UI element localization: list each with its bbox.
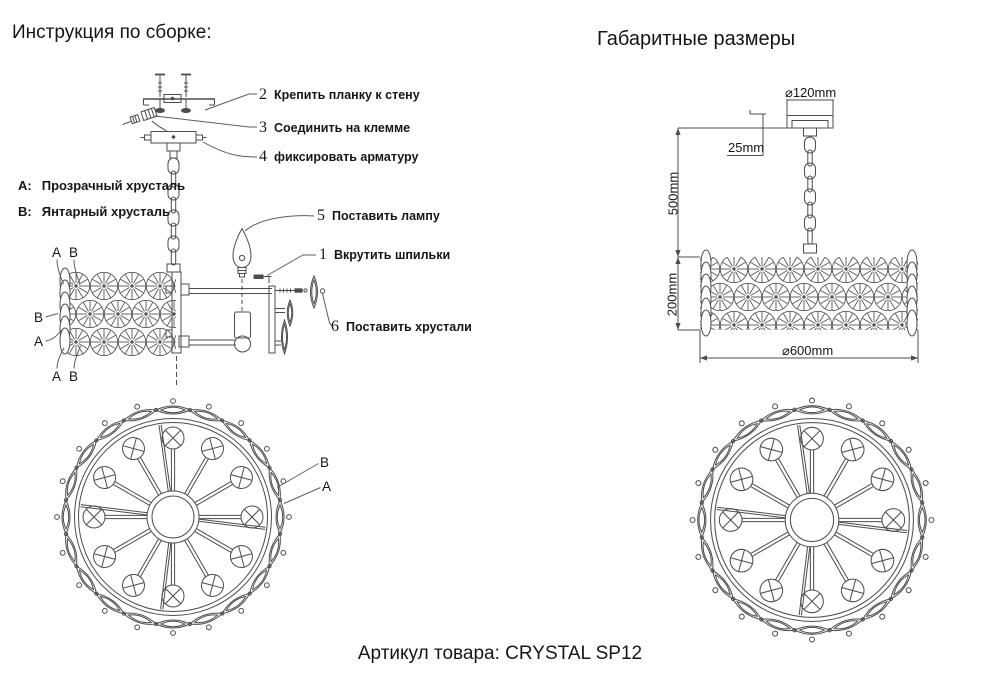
dim-canopy-height: 25mm — [728, 140, 765, 155]
dim-shade-height: 200mm — [664, 272, 680, 317]
article-number: Артикул товара: CRYSTAL SP12 — [357, 643, 643, 664]
dim-canopy-diameter: ⌀120mm — [785, 85, 837, 100]
mark-b-top: B — [69, 245, 79, 260]
legend-key-b: B: — [18, 204, 32, 219]
assembly-title: Инструкция по сборке: — [12, 22, 212, 43]
callout-num: 2 — [259, 86, 267, 103]
dim-chain-length: 500mm — [665, 171, 681, 216]
callout-num: 3 — [259, 119, 267, 136]
shade-right-drawing — [700, 249, 918, 337]
frame-drawing — [165, 271, 276, 388]
shade-side-view — [59, 267, 176, 356]
canopy-drawing — [140, 131, 207, 159]
callout-step-5: 5 Поставить лампу — [317, 207, 440, 225]
legend-label-a: Прозрачный хрусталь — [41, 178, 186, 193]
mark-a-bottom: A — [52, 369, 62, 384]
callout-num: 6 — [331, 318, 339, 335]
top-view-left — [55, 399, 292, 636]
leader-lines — [45, 93, 333, 504]
callout-step-4: 4 фиксировать арматуру — [259, 148, 418, 166]
mark-a-left: A — [34, 334, 44, 349]
callout-label: фиксировать арматуру — [274, 150, 419, 164]
dim-vertical-column — [674, 127, 700, 331]
callout-num: 1 — [319, 246, 327, 263]
callout-label: Поставить лампу — [332, 209, 440, 223]
legend-key-a: A: — [18, 178, 32, 193]
pin-and-crystals-drawing — [253, 274, 326, 356]
dim-width-drawing — [699, 330, 919, 363]
callout-label: Поставить хрустали — [346, 320, 472, 334]
mark-a-topview: A — [322, 479, 332, 494]
callout-num: 4 — [259, 148, 267, 165]
terminal-block-drawing — [122, 106, 168, 132]
mark-a-top: A — [52, 245, 62, 260]
callout-label: Крепить планку к стену — [274, 88, 420, 102]
mark-b-topview: B — [320, 455, 330, 470]
mount-bracket-drawing — [143, 73, 215, 113]
chain-right-drawing — [803, 127, 817, 254]
callout-step-1: 1 Вкрутить шпильки — [319, 246, 450, 264]
dim-shade-diameter: ⌀600mm — [782, 343, 834, 358]
callout-num: 5 — [317, 207, 325, 224]
dimensions-title: Габаритные размеры — [597, 28, 796, 50]
legend-item-amber: B: Янтарный хрусталь — [18, 204, 170, 219]
callout-step-6: 6 Поставить хрустали — [331, 318, 472, 336]
legend-item-clear: A: Прозрачный хрусталь — [18, 178, 185, 193]
mark-b-left: B — [34, 310, 44, 325]
mark-b-bottom: B — [69, 369, 79, 384]
callout-step-2: 2 Крепить планку к стену — [259, 86, 420, 104]
legend-label-b: Янтарный хрусталь — [41, 204, 170, 219]
callout-step-3: 3 Соединить на клемме — [259, 119, 410, 137]
callout-label: Соединить на клемме — [274, 121, 411, 135]
bulb-drawing — [232, 227, 252, 339]
callout-label: Вкрутить шпильки — [334, 248, 451, 262]
top-view-right — [690, 398, 934, 642]
